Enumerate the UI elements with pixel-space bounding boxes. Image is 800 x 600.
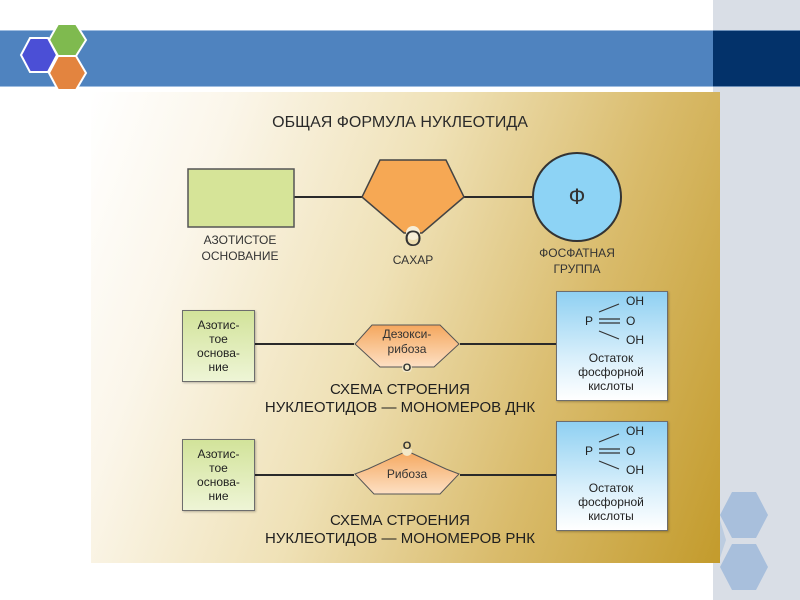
rna-oh-bottom: OH: [626, 463, 644, 477]
dna-phosphate-caption: Остаток фосфорной кислоты: [578, 351, 644, 393]
rna-nitrogen-base-box: Азотис- тое основа- ние: [182, 439, 255, 511]
sugar-label: САХАР: [392, 253, 434, 267]
rna-p-atom: P: [585, 444, 594, 458]
dna-connector-base-sugar: [254, 343, 354, 345]
dna-sugar-shape: [354, 324, 460, 372]
phosphate-label: ФОСФАТНАЯ ГРУППА: [517, 245, 637, 277]
rna-phosphate-box: [556, 421, 668, 531]
rna-bond-lines-icon: [598, 433, 620, 470]
dna-caption-line1: СХЕМА СТРОЕНИЯ: [330, 381, 470, 398]
rna-caption-line1: СХЕМА СТРОЕНИЯ: [330, 512, 470, 529]
nitrogen-base-label: АЗОТИСТОЕ ОСНОВАНИЕ: [170, 232, 310, 264]
dna-p-atom: P: [585, 314, 594, 328]
rna-connector-sugar-phosphate: [460, 474, 556, 476]
phosphate-label-line2: ГРУППА: [553, 262, 601, 276]
rna-connector-base-sugar: [254, 474, 354, 476]
phosphate-label-line1: ФОСФАТНАЯ: [539, 246, 615, 260]
header-band-dark: [713, 30, 800, 87]
hexagon-logo-icon: [19, 23, 88, 91]
logo-hex-orange: [47, 55, 88, 91]
dna-sugar-label: Дезокси- рибоза: [382, 327, 432, 356]
rna-phosphate-caption: Остаток фосфорной кислоты: [578, 481, 644, 523]
rna-sugar-oxygen: O: [402, 440, 412, 452]
logo-hex-blue: [19, 37, 59, 73]
sugar-pentagon: [361, 159, 465, 234]
dna-oh-bottom: OH: [626, 333, 644, 347]
phosphate-circle: [532, 152, 622, 242]
dna-sugar-oxygen: O: [402, 362, 412, 374]
rna-scheme-caption: СХЕМА СТРОЕНИЯ НУКЛЕОТИДОВ — МОНОМЕРОВ Р…: [220, 512, 580, 548]
dna-phosphate-box: [556, 291, 668, 401]
rna-sugar-label: Рибоза: [386, 467, 428, 481]
rna-phosphate-formula: OH P O OH Остаток фосфорной кислоты: [556, 421, 666, 529]
dna-caption-line2: НУКЛЕОТИДОВ — МОНОМЕРОВ ДНК: [264, 399, 536, 416]
nitrogen-base-box: [187, 168, 295, 228]
sugar-oxygen-label: O: [404, 226, 422, 251]
sugar-oxygen-gap: [406, 226, 420, 240]
rna-o-mid: O: [626, 444, 636, 458]
general-formula-title: ОБЩАЯ ФОРМУЛА НУКЛЕОТИДА: [272, 114, 528, 131]
header-band: [0, 30, 713, 87]
dna-scheme-caption: СХЕМА СТРОЕНИЯ НУКЛЕОТИДОВ — МОНОМЕРОВ Д…: [220, 381, 580, 417]
rna-sugar-shape: [354, 449, 460, 495]
dna-connector-sugar-phosphate: [460, 343, 556, 345]
dna-oh-top: OH: [626, 294, 644, 308]
dna-o-mid: O: [626, 314, 636, 328]
phosphate-symbol: Ф: [568, 184, 586, 209]
nitrogen-base-label-line1: АЗОТИСТОЕ: [203, 233, 277, 247]
dna-bond-lines-icon: [598, 303, 620, 340]
rna-caption-line2: НУКЛЕОТИДОВ — МОНОМЕРОВ РНК: [265, 530, 535, 547]
dna-nitrogen-base-box: Азотис- тое основа- ние: [182, 310, 255, 382]
dna-phosphate-formula: OH P O OH Остаток фосфорной кислоты: [556, 291, 666, 399]
nitrogen-base-label-line2: ОСНОВАНИЕ: [201, 249, 279, 263]
rna-oh-top: OH: [626, 424, 644, 438]
